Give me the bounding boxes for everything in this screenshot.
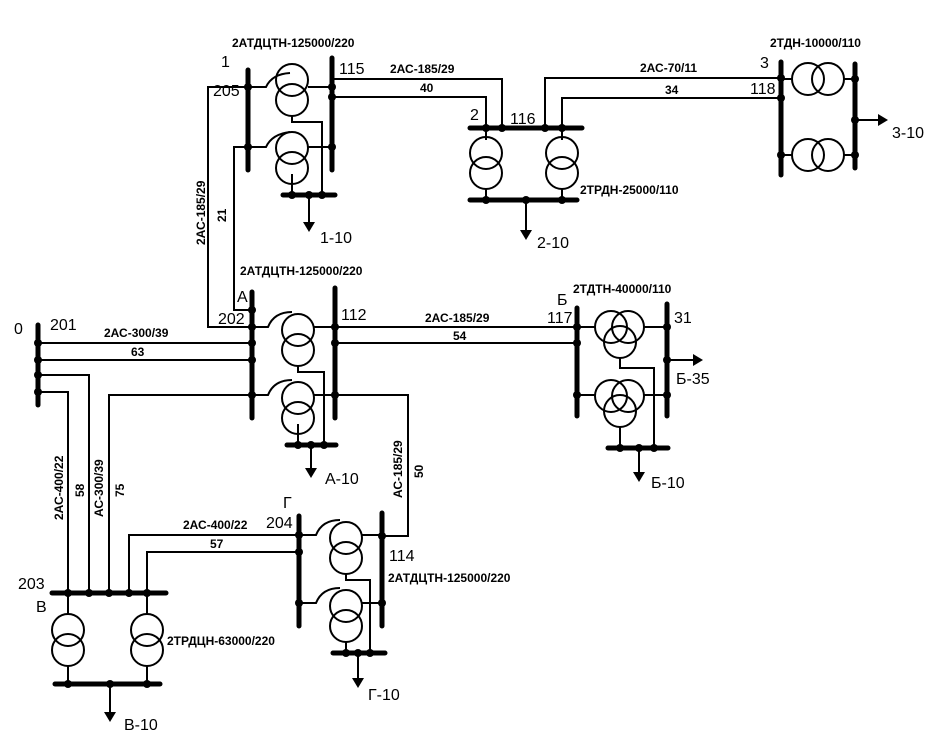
line-202-203-length: 75 — [113, 483, 127, 497]
load-label-3-10: 3-10 — [892, 125, 924, 142]
substation-2: 2 116 2ТРДН-25000/110 2-10 — [467, 107, 679, 252]
transformer-2b[interactable] — [545, 136, 579, 190]
line-112-114[interactable]: АС-185/29 50 — [335, 394, 426, 537]
transformer-3b[interactable] — [791, 138, 845, 172]
load-label-B-10: Б-10 — [651, 475, 685, 492]
autotransformer-1a[interactable] — [275, 63, 309, 117]
substation-V: 203 В 2ТРДЦН-63000/220 В-10 — [18, 576, 275, 734]
line-205-202-wire: 2АС-185/29 — [194, 180, 208, 245]
transformer-2a[interactable] — [469, 136, 503, 190]
node-202: 202 — [218, 311, 245, 328]
transformer-label-1: 2АТДЦТН-125000/220 — [232, 36, 355, 50]
transformer-label-A: 2АТДЦТН-125000/220 — [240, 264, 363, 278]
node-201: 201 — [50, 317, 77, 334]
substation-name-B: Б — [557, 292, 568, 309]
node-203: 203 — [18, 576, 45, 593]
substation-name-2: 2 — [470, 107, 479, 124]
transformer-3a[interactable] — [791, 62, 845, 96]
load-label-B-35: Б-35 — [676, 371, 710, 388]
line-201-202-wire: 2АС-300/39 — [104, 326, 169, 340]
line-115-116-wire: 2АС-185/29 — [390, 62, 455, 76]
source-name-0: 0 — [14, 321, 23, 338]
load-label-1-10: 1-10 — [320, 230, 352, 247]
load-arrow-3-10 — [878, 114, 888, 126]
line-201-203-wire: 2АС-400/22 — [52, 455, 66, 520]
autotransformer-Aa[interactable] — [281, 313, 315, 367]
line-202-203-wire: АС-300/39 — [92, 459, 106, 517]
line-201-202-length: 63 — [131, 345, 145, 359]
load-label-2-10: 2-10 — [537, 235, 569, 252]
line-201-203-length: 58 — [73, 483, 87, 497]
line-116-118-wire: 2АС-70/11 — [640, 61, 697, 75]
load-arrow-B-10 — [633, 472, 645, 482]
transformer-label-V: 2ТРДЦН-63000/220 — [167, 634, 275, 648]
transformer-label-2: 2ТРДН-25000/110 — [580, 183, 679, 197]
line-116-118-length: 34 — [665, 83, 679, 97]
node-117: 117 — [547, 310, 573, 327]
load-arrow-G-10 — [352, 678, 364, 688]
substation-A: 2АТДЦТН-125000/220 А 202 112 А-10 — [218, 264, 367, 488]
load-arrow-B-35 — [693, 354, 703, 366]
load-arrow-1-10 — [303, 222, 315, 232]
substation-name-3: 3 — [760, 55, 769, 72]
line-112-114-wire: АС-185/29 — [391, 440, 405, 498]
transformer-label-B: 2ТДТН-40000/110 — [573, 282, 672, 296]
line-115-116[interactable]: 2АС-185/29 40 — [332, 62, 503, 128]
line-112-114-length: 50 — [412, 464, 426, 478]
substation-1: 2АТДЦТН-125000/220 1 205 115 1-10 — [213, 36, 365, 247]
line-205-202[interactable]: 2АС-185/29 21 — [194, 86, 252, 328]
load-label-G-10: Г-10 — [368, 687, 400, 704]
node-114: 114 — [389, 548, 415, 565]
line-203-204-wire: 2АС-400/22 — [183, 518, 248, 532]
line-116-118[interactable]: 2АС-70/11 34 — [544, 61, 781, 128]
node-31: 31 — [674, 310, 692, 327]
load-arrow-V-10 — [104, 712, 116, 722]
substation-name-1: 1 — [221, 54, 230, 71]
transformer-label-G: 2АТДЦТН-125000/220 — [388, 571, 511, 585]
node-205: 205 — [213, 83, 240, 100]
three-winding-transformer-Bb[interactable] — [594, 379, 645, 428]
node-204: 204 — [266, 515, 293, 532]
substation-G: Г 204 114 2АТДЦТН-125000/220 Г-10 — [266, 495, 511, 704]
load-arrow-A-10 — [305, 468, 317, 478]
transformer-Va[interactable] — [51, 613, 85, 667]
autotransformer-Ga[interactable] — [329, 521, 363, 575]
load-label-A-10: А-10 — [325, 471, 359, 488]
load-arrow-2-10 — [520, 230, 532, 240]
transformer-label-3: 2ТДН-10000/110 — [770, 36, 861, 50]
node-118: 118 — [750, 81, 776, 98]
node-115: 115 — [339, 61, 365, 78]
three-winding-transformer-Ba[interactable] — [594, 310, 645, 359]
autotransformer-Gb[interactable] — [329, 589, 363, 643]
substation-name-A: А — [237, 289, 248, 306]
substation-B: 2ТДТН-40000/110 Б 117 31 Б-35 Б-10 — [547, 282, 710, 492]
line-203-204[interactable]: 2АС-400/22 57 — [128, 518, 299, 593]
substation-name-G: Г — [283, 495, 292, 512]
substation-3: 2ТДН-10000/110 3 118 3-10 — [750, 36, 924, 178]
line-115-116-length: 40 — [420, 81, 434, 95]
transformer-Vb[interactable] — [130, 613, 164, 667]
line-202-203[interactable]: АС-300/39 75 — [92, 394, 252, 593]
line-203-204-length: 57 — [210, 537, 224, 551]
line-112-117-wire: 2АС-185/29 — [425, 311, 490, 325]
line-112-117-length: 54 — [453, 329, 467, 343]
line-201-202[interactable]: 2АС-300/39 63 — [38, 326, 252, 361]
line-201-203[interactable]: 2АС-400/22 58 — [38, 374, 90, 593]
line-112-117[interactable]: 2АС-185/29 54 — [335, 311, 577, 344]
substation-name-V: В — [36, 599, 47, 616]
node-116: 116 — [510, 111, 536, 128]
node-112: 112 — [341, 307, 367, 324]
line-205-202-length: 21 — [215, 208, 229, 222]
load-label-V-10: В-10 — [124, 717, 158, 734]
